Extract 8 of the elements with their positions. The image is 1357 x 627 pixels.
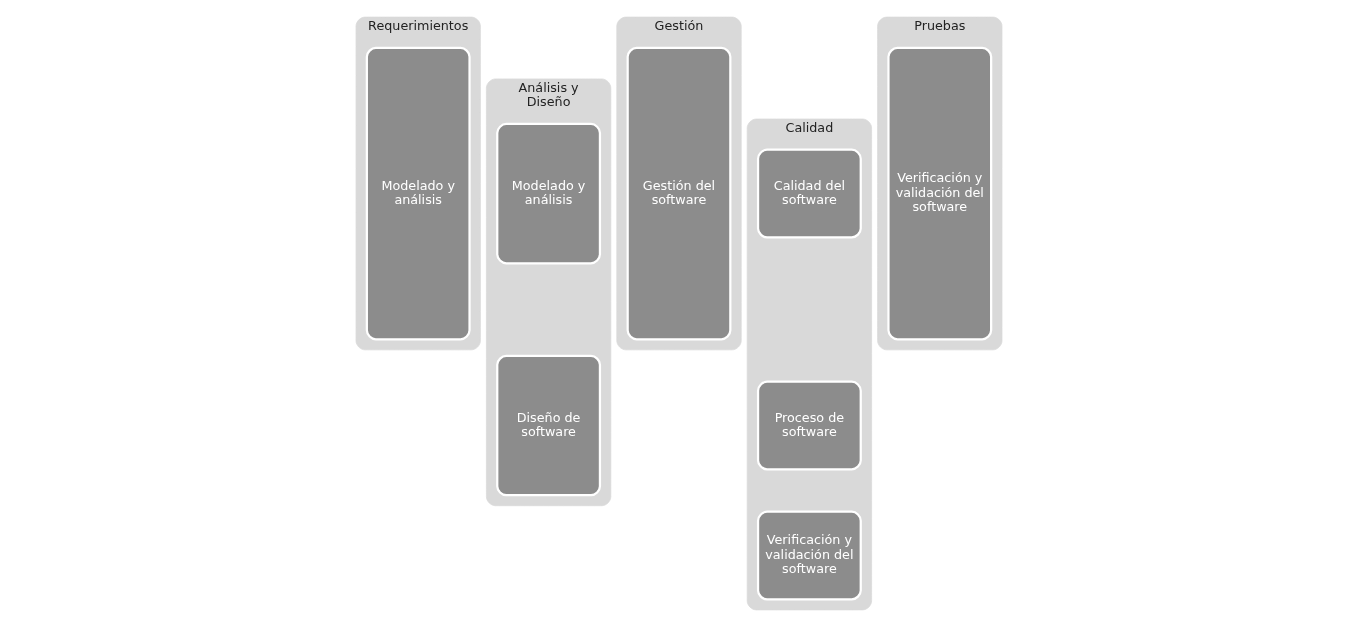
node-box: Calidad del software [756,148,862,239]
node-box: Diseño de software [495,354,601,497]
node-box: Modelado y análisis [365,46,471,341]
node-box: Modelado y análisis [495,122,601,265]
node-box: Gestión del software [626,46,731,341]
node-box: Verificación y validación del software [756,510,862,601]
node-box: Proceso de software [756,380,862,471]
node-box: Verificación y validación del software [886,46,992,341]
